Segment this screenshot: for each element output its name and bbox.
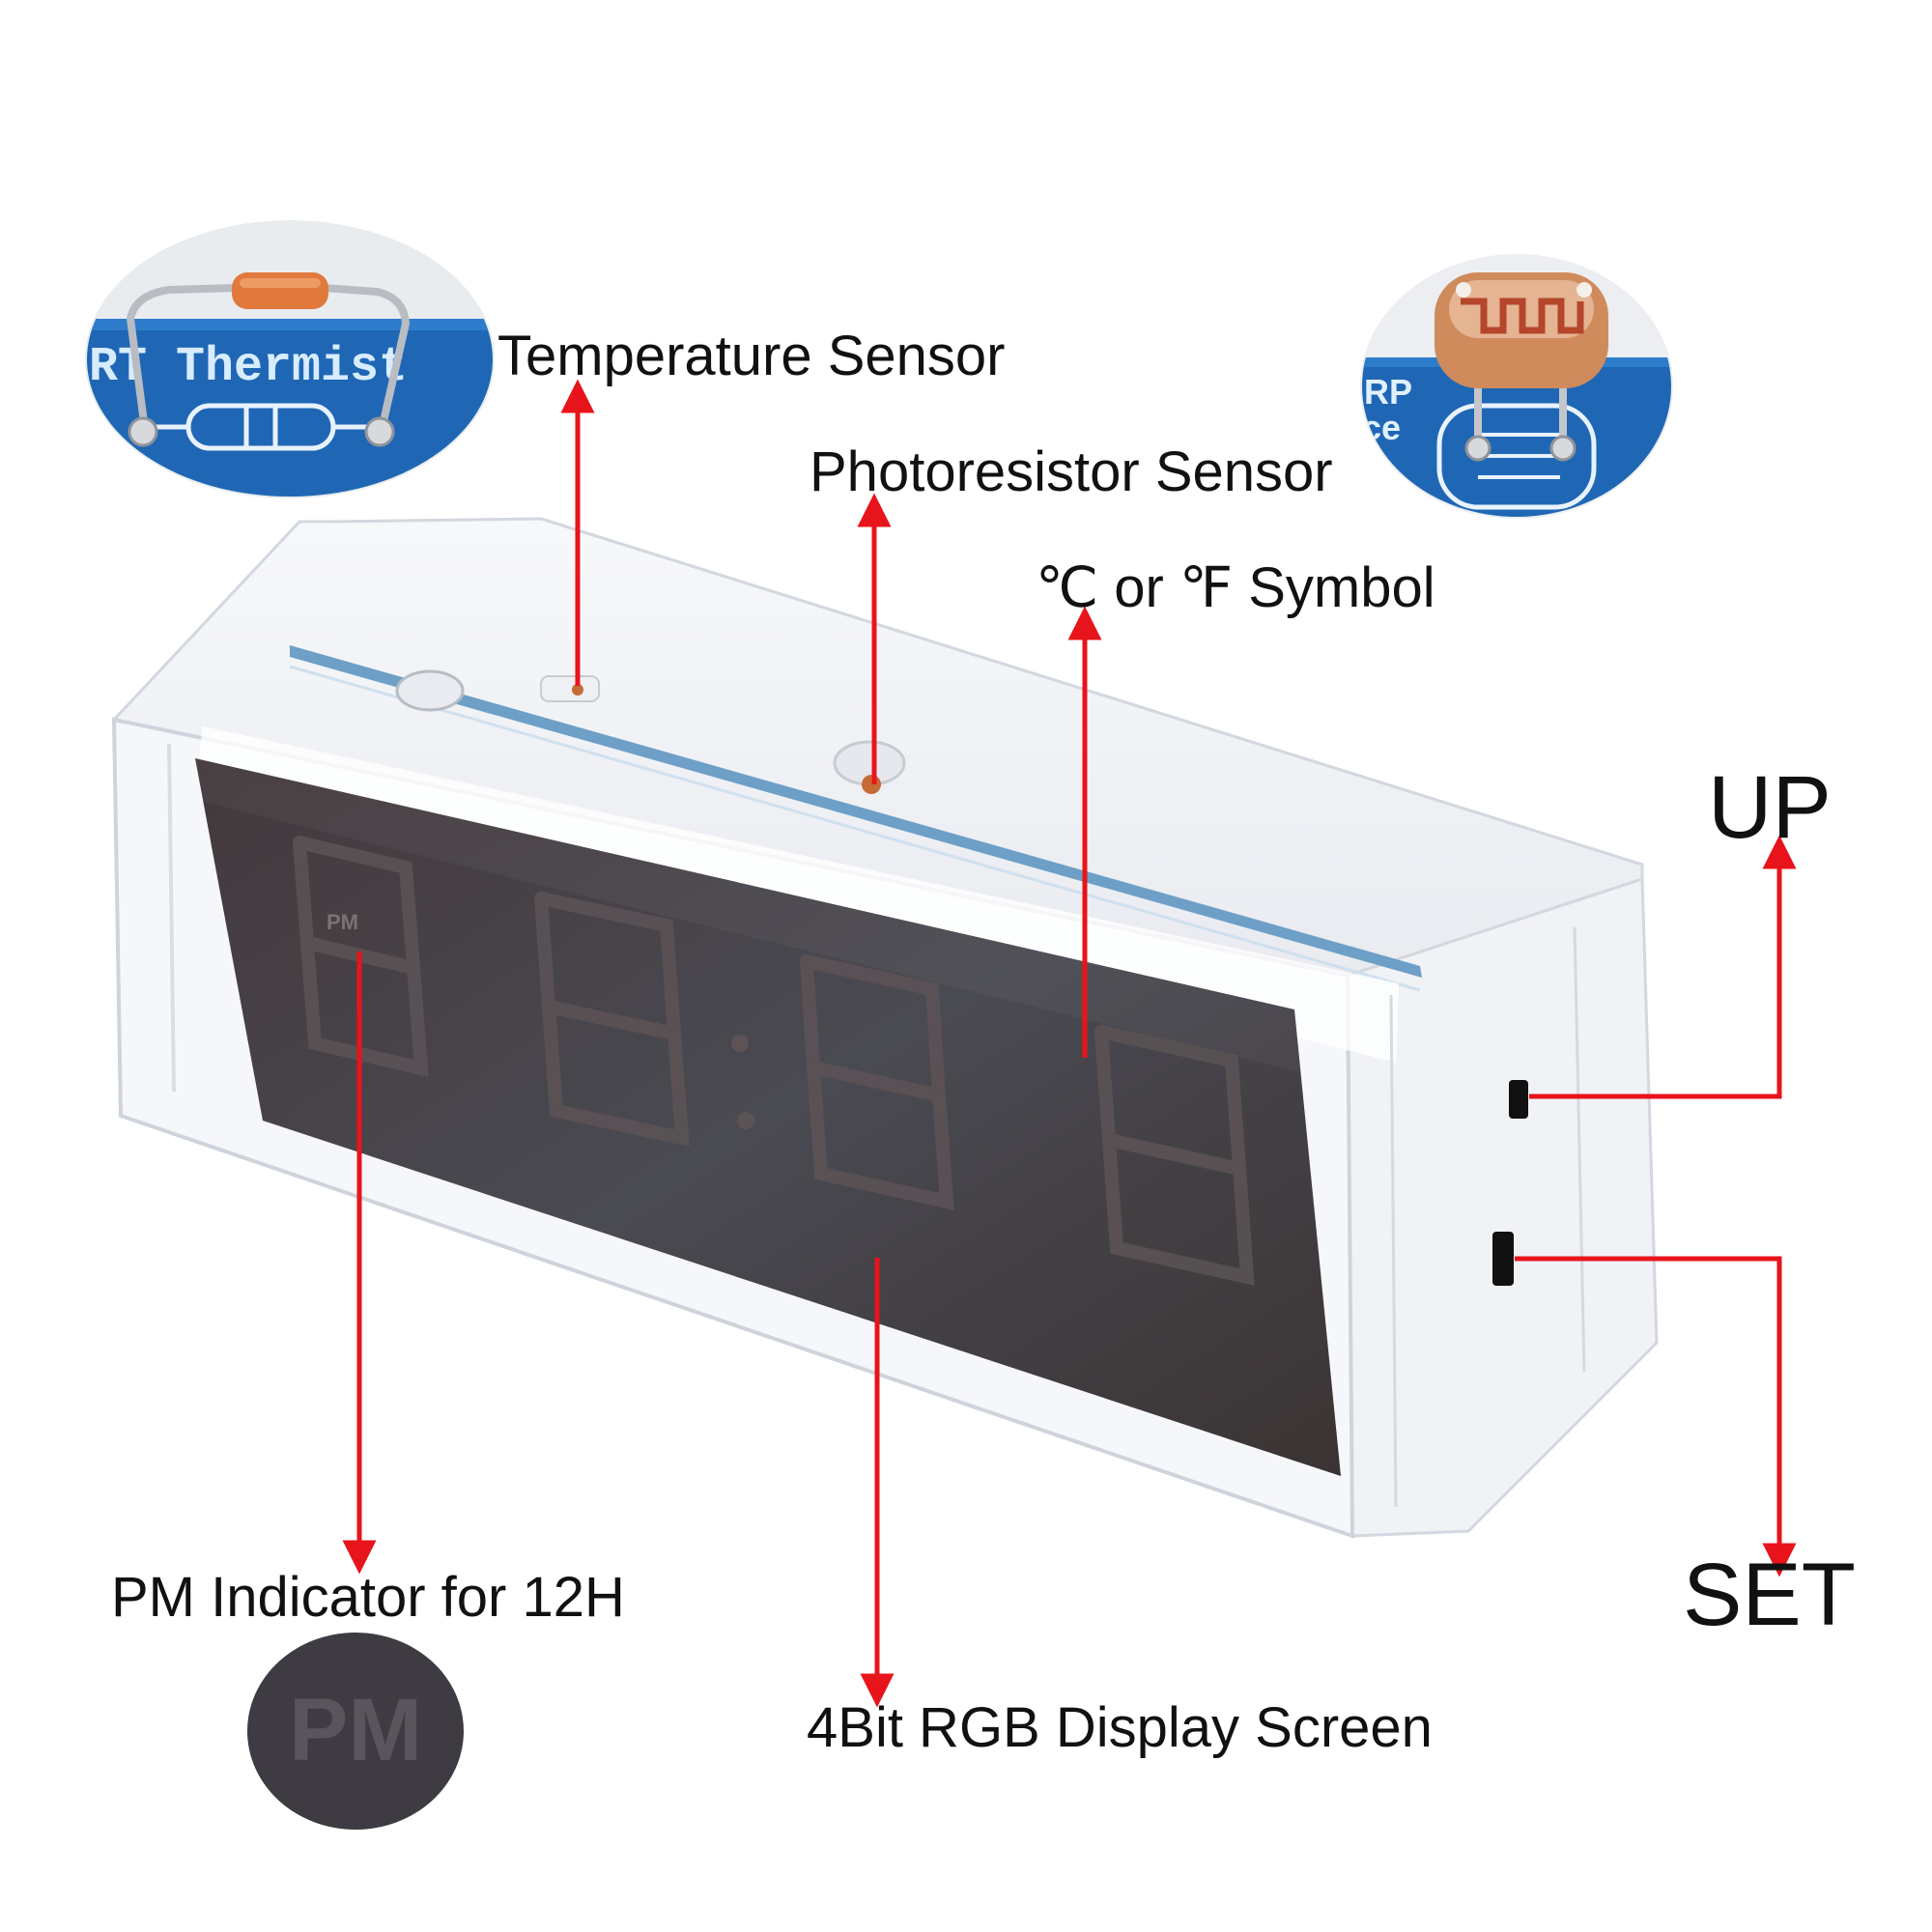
label-photoresistor-sensor: Photoresistor Sensor bbox=[810, 440, 1333, 503]
pm-closeup-text: PM bbox=[289, 1681, 422, 1779]
pm-indicator-small: PM bbox=[327, 910, 358, 934]
display-screen: PM bbox=[195, 758, 1341, 1476]
photoresistor-closeup-inset: RP ce bbox=[1360, 254, 1673, 519]
label-pm-indicator: PM Indicator for 12H bbox=[111, 1566, 625, 1629]
label-up-button: UP bbox=[1708, 758, 1832, 857]
label-set-button: SET bbox=[1683, 1546, 1856, 1644]
thermistor-closeup-inset: RT Thermist bbox=[85, 220, 495, 498]
label-temperature-symbol: ℃ or ℉ Symbol bbox=[1036, 556, 1435, 619]
label-display-screen: 4Bit RGB Display Screen bbox=[807, 1696, 1433, 1759]
arrow-set-button bbox=[1515, 1256, 1797, 1577]
pm-indicator-closeup: PM bbox=[247, 1633, 464, 1830]
photoresistor-board-text-rp: RP bbox=[1364, 372, 1412, 412]
label-temperature-sensor: Temperature Sensor bbox=[497, 325, 1006, 387]
annotation-arrows bbox=[342, 379, 1797, 1708]
arrow-up-button bbox=[1529, 835, 1797, 1099]
